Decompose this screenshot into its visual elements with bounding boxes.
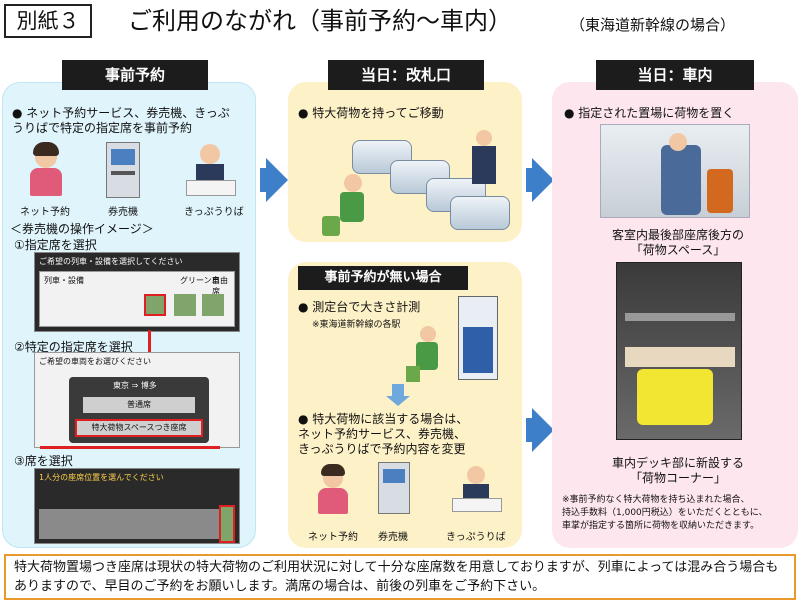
panel3-header: 事前予約が無い場合 [298, 266, 468, 290]
gate-illustration [300, 130, 516, 238]
screen1-body: 列車・設備 グリーン車 自由席 [39, 271, 235, 327]
appendix-label: 別紙３ [4, 4, 92, 38]
ticket-office-icon [186, 142, 236, 198]
traveler-icon [406, 326, 446, 382]
arrow-1-right [266, 158, 288, 202]
panel3-bullet-measure: ● 測定台で大きさ計測 [298, 300, 421, 314]
rear-seat-photo [600, 124, 750, 218]
screen1-line-3: グリーン車 [180, 276, 220, 285]
machine-screen-2: ご希望の車両をお選びください 東京 ⇒ 博多 普通席 特大荷物スペースつき座席 [34, 352, 240, 448]
page-title: ご利用のながれ（事前予約～車内） [128, 7, 512, 35]
screen3-seat-map [39, 509, 235, 539]
step-1-label: ①指定席を選択 [14, 238, 97, 252]
panel1-bullet: ● ネット予約サービス、券売機、きっぷ うりばで特定の指定席を事前予約 [12, 106, 230, 135]
panel3-icon-label-office: きっぷうりば [446, 532, 506, 543]
panel4-caption-luggage-space: 客室内最後部座席後方の 「荷物スペース」 [611, 228, 744, 257]
down-arrow-head [386, 396, 410, 406]
screen1-seat-button[interactable] [202, 294, 224, 316]
panel4-bullet: ● 指定された置場に荷物を置く [564, 106, 735, 120]
arrow-3-stem [526, 418, 534, 442]
panel3-icon-label-net: ネット予約 [308, 532, 358, 543]
panel1-header: 事前予約 [62, 60, 208, 90]
measuring-stand-icon [458, 296, 498, 380]
panel3-ticket-machine-icon [378, 462, 410, 514]
panel4-caption-luggage-corner: 車内デッキ部に新設する 「荷物コーナー」 [611, 456, 744, 485]
screen2-line-2: 東京 ⇒ 博多 [113, 381, 157, 390]
panel3-note-stations: ※東海道新幹線の各駅 [312, 320, 401, 330]
screen1-line-2: 列車・設備 [44, 276, 84, 285]
red-arrow-line-2 [40, 446, 220, 449]
panel1-icon-label-net: ネット予約 [20, 207, 70, 218]
screen1-seat-button[interactable] [174, 294, 196, 316]
machine-screen-3: 1人分の座席位置を選んでください [34, 468, 240, 544]
ticket-machine-icon [106, 142, 140, 198]
red-arrow-line [148, 330, 151, 360]
panel3-ticket-office-icon [452, 464, 502, 514]
screen2-dialog: 東京 ⇒ 博多 普通席 特大荷物スペースつき座席 [69, 377, 209, 443]
panel2-bullet: ● 特大荷物を持ってご移動 [298, 106, 444, 120]
screen2-line-1: ご希望の車両をお選びください [39, 357, 151, 366]
screen3-selected-seat[interactable] [219, 505, 235, 543]
arrow-2-stem [526, 168, 534, 192]
operation-image-title: ＜券売機の操作イメージ＞ [10, 222, 154, 236]
panel4-header: 当日：車内 [596, 60, 754, 90]
page-subtitle: （東海道新幹線の場合） [570, 16, 736, 34]
arrow-1-stem [260, 168, 268, 192]
panel2-header: 当日：改札口 [328, 60, 484, 90]
screen1-line-4: 自由席 [212, 276, 228, 296]
luggage-corner-photo [616, 262, 742, 440]
screen3-line-1: 1人分の座席位置を選んでください [39, 473, 164, 482]
panel1-icon-label-office: きっぷうりば [184, 207, 244, 218]
panel4-note-fee: ※事前予約なく特大荷物を持ち込まれた場合、 持込手数料（1,000円税込）をいた… [562, 495, 768, 531]
down-arrow-stem [392, 384, 404, 398]
screen2-luggage-seat-button[interactable]: 特大荷物スペースつき座席 [75, 419, 203, 437]
net-reservation-person-icon [24, 142, 66, 198]
panel3-bullet-change: ● 特大荷物に該当する場合は、 ネット予約サービス、券売機、 きっぷうりばで予約… [298, 412, 469, 456]
screen1-seat-button-highlight[interactable] [144, 294, 166, 316]
panel3-icon-label-machine: 券売機 [378, 532, 408, 543]
step-3-label: ③席を選択 [14, 454, 73, 468]
screen2-regular-seat-button[interactable]: 普通席 [83, 397, 195, 413]
panel1-icon-label-machine: 券売機 [108, 207, 138, 218]
screen1-line-1: ご希望の列車・設備を選択してください [39, 257, 183, 266]
step-2-label: ②特定の指定席を選択 [14, 340, 133, 354]
arrow-2-right [532, 158, 554, 202]
bottom-notice: 特大荷物置場つき座席は現状の特大荷物のご利用状況に対して十分な座席数を用意してお… [4, 554, 796, 600]
panel3-net-person-icon [314, 464, 352, 514]
machine-screen-1: ご希望の列車・設備を選択してください 列車・設備 グリーン車 自由席 [34, 252, 240, 332]
arrow-3-right [532, 408, 554, 452]
